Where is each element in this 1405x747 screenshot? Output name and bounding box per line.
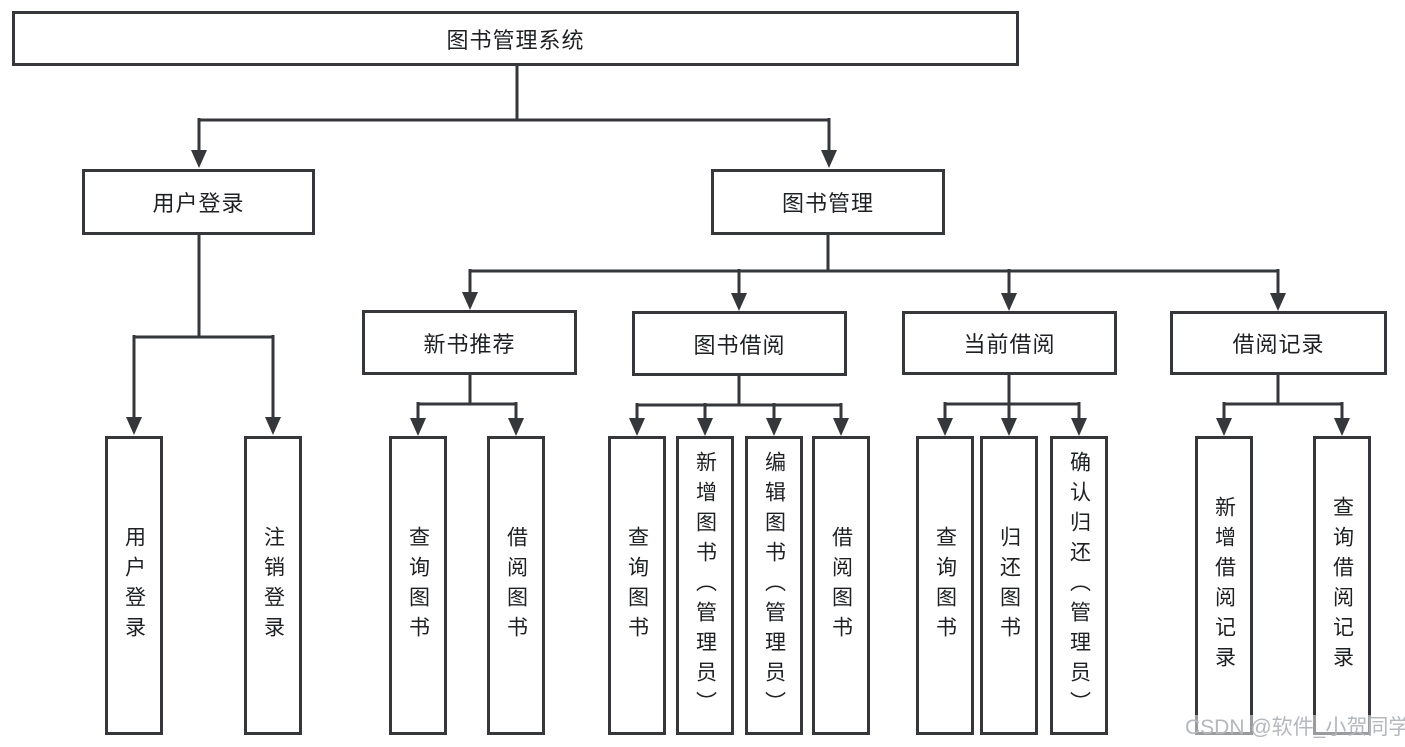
- arrowhead-icon: [126, 417, 142, 435]
- arrowhead-icon: [1001, 418, 1017, 436]
- node-label: 借阅图书: [829, 525, 853, 646]
- connector-new-book-recommend-branch: [416, 375, 518, 421]
- arrowhead-icon: [697, 418, 713, 436]
- node-label: 新书推荐: [423, 331, 516, 357]
- node-query-books-recommend: 查询图书: [389, 436, 447, 735]
- node-label: 查询图书: [406, 525, 430, 646]
- arrowhead-icon: [265, 417, 281, 435]
- node-new-book-recommend: 新书推荐: [362, 310, 577, 375]
- arrowhead-icon: [462, 292, 478, 310]
- node-return-books: 归还图书: [980, 436, 1038, 735]
- node-label: 注销登录: [261, 525, 285, 646]
- connector-current-borrowing-branch: [943, 375, 1081, 421]
- node-user-login-leaf: 用户登录: [105, 436, 163, 735]
- node-label: 归还图书: [997, 525, 1021, 646]
- node-borrow-books-borrowing: 借阅图书: [812, 436, 870, 735]
- node-book-borrowing: 图书借阅: [632, 311, 847, 376]
- connector-user-login-branch: [132, 234, 275, 421]
- arrowhead-icon: [1216, 418, 1232, 436]
- node-label: 新增借阅记录: [1212, 495, 1236, 676]
- arrowhead-icon: [766, 418, 782, 436]
- node-add-borrow-record: 新增借阅记录: [1195, 436, 1253, 735]
- node-book-management: 图书管理: [711, 169, 945, 235]
- node-confirm-return-admin: 确认归还（管理员）: [1050, 436, 1108, 735]
- node-label: 编辑图书（管理员）: [762, 450, 786, 721]
- node-query-books-borrowing: 查询图书: [608, 436, 666, 735]
- connector-book-management-branch: [468, 234, 1280, 298]
- arrowhead-icon: [1071, 418, 1087, 436]
- connector-borrowing-records-branch: [1222, 375, 1344, 421]
- node-current-borrowing: 当前借阅: [902, 311, 1117, 375]
- arrowhead-icon: [833, 418, 849, 436]
- node-library-system-root: 图书管理系统: [12, 11, 1019, 66]
- connector-book-borrowing-branch: [635, 376, 843, 421]
- node-label: 借阅图书: [504, 525, 528, 646]
- csdn-watermark: CSDN @软件_小贺同学: [1183, 715, 1405, 741]
- node-label: 图书借阅: [693, 332, 786, 358]
- node-query-books-current: 查询图书: [916, 436, 974, 735]
- node-label: 查询图书: [933, 525, 957, 646]
- arrowhead-icon: [821, 150, 837, 168]
- node-label: 查询借阅记录: [1330, 495, 1354, 676]
- node-label: 确认归还（管理员）: [1067, 450, 1091, 721]
- node-logout-leaf: 注销登录: [244, 436, 302, 735]
- node-borrow-books-recommend: 借阅图书: [487, 436, 545, 735]
- node-edit-books-admin: 编辑图书（管理员）: [745, 436, 803, 735]
- node-label: 新增图书（管理员）: [693, 450, 717, 721]
- node-label: 借阅记录: [1232, 332, 1325, 357]
- arrowhead-icon: [410, 418, 426, 436]
- node-label: 图书管理: [781, 191, 874, 216]
- arrowhead-icon: [731, 293, 747, 311]
- arrowhead-icon: [937, 418, 953, 436]
- arrowhead-icon: [508, 418, 524, 436]
- node-borrowing-records: 借阅记录: [1170, 311, 1387, 375]
- arrowhead-icon: [191, 150, 207, 168]
- arrowhead-icon: [1001, 293, 1017, 311]
- connector-root-to-level2: [197, 66, 831, 154]
- node-add-books-admin: 新增图书（管理员）: [676, 436, 734, 735]
- node-label: 当前借阅: [963, 332, 1056, 357]
- arrowhead-icon: [1334, 418, 1350, 436]
- node-user-login: 用户登录: [82, 169, 315, 235]
- arrowhead-icon: [1270, 293, 1286, 311]
- node-label: 查询图书: [625, 525, 649, 646]
- node-query-borrow-record: 查询借阅记录: [1313, 436, 1371, 735]
- node-label: 用户登录: [152, 191, 245, 216]
- arrowheads: [126, 150, 1350, 436]
- node-label: 图书管理系统: [446, 27, 585, 53]
- node-label: 用户登录: [122, 525, 146, 646]
- arrowhead-icon: [629, 418, 645, 436]
